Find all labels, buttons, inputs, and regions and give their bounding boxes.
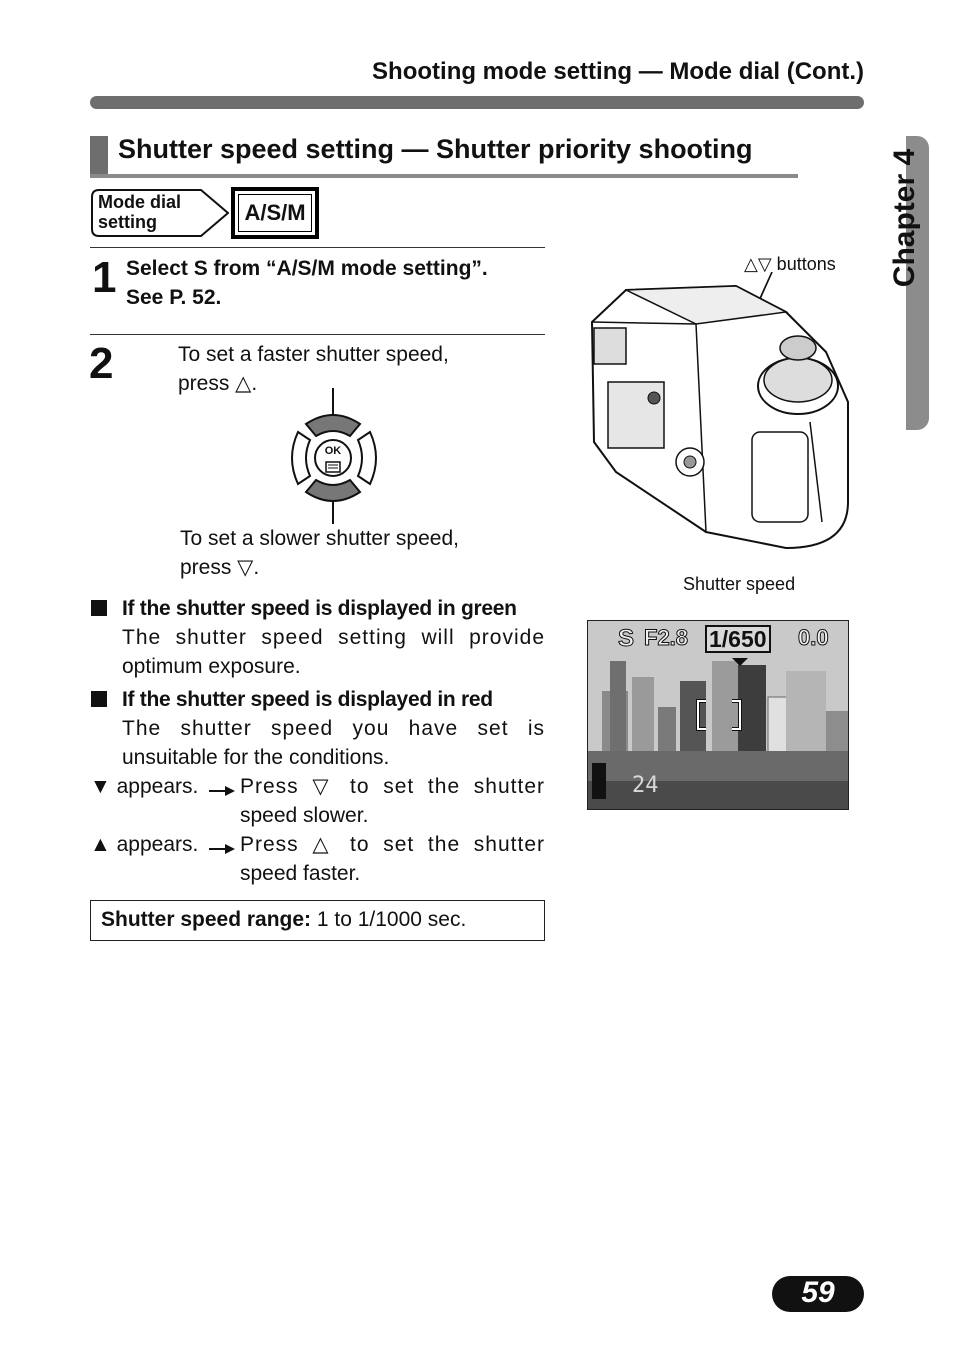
down-line1: Press ▽ to set the shutter: [240, 775, 545, 798]
page-number: 59: [801, 1276, 835, 1309]
slower-instruction: To set a slower shutter speed, press ▽.: [180, 524, 459, 582]
running-head: Shooting mode setting — Mode dial (Cont.…: [372, 58, 864, 85]
red-line2: unsuitable for the conditions.: [122, 746, 390, 769]
up-button-icon: [304, 414, 362, 438]
red-heading: If the shutter speed is displayed in red: [122, 688, 493, 711]
bullet-red: [91, 691, 107, 707]
up-line1: Press △ to set the shutter: [240, 833, 545, 856]
lcd-frame-count: 24: [632, 773, 659, 798]
header-rule: [90, 96, 864, 109]
shutter-range-box: Shutter speed range: 1 to 1/1000 sec.: [90, 900, 545, 941]
lcd-exposure-comp: 0.0: [798, 625, 830, 651]
arrow-right-icon: [209, 783, 235, 801]
camera-icon: [590, 271, 849, 550]
chapter-tab: [906, 136, 929, 430]
chapter-label: Chapter 4: [888, 148, 921, 288]
mode-value-box: A/S/M: [231, 187, 319, 239]
camera-illustration: [586, 271, 852, 552]
up-line2: speed faster.: [240, 862, 361, 885]
page-number-badge: [772, 1276, 864, 1312]
slower-line1: To set a slower shutter speed,: [180, 527, 459, 550]
step2-number: 2: [89, 339, 114, 388]
step1-line1: Select S from “A/S/M mode setting”.: [126, 257, 488, 280]
right-button-icon: [356, 430, 377, 486]
green-line2: optimum exposure.: [122, 655, 301, 678]
green-heading: If the shutter speed is displayed in gre…: [122, 597, 517, 620]
mode-tag-line1: Mode dial: [98, 192, 182, 212]
up-prefix: ▲ appears.: [90, 833, 199, 856]
step1-rule: [90, 247, 545, 248]
mode-value: A/S/M: [238, 194, 312, 232]
mode-tag-label: Mode dial setting: [98, 192, 181, 232]
shutter-speed-label: Shutter speed: [683, 574, 796, 594]
lcd-screen: S F2.8 1/650 0.0 24: [587, 620, 849, 810]
bullet-green: [91, 600, 107, 616]
arrow-right-icon: [209, 841, 235, 859]
faster-instruction: To set a faster shutter speed, press △.: [178, 340, 449, 398]
step1-number: 1: [92, 253, 117, 302]
lcd-shutter-speed: 1/650: [705, 625, 771, 653]
down-button-icon: [304, 478, 362, 502]
section-title: Shutter speed setting — Shutter priority…: [118, 134, 753, 164]
down-line2: speed slower.: [240, 804, 369, 827]
arrow-pad-graphic: [291, 388, 377, 524]
section-marker: [90, 136, 108, 174]
mode-dial-tag: Mode dial setting: [91, 189, 229, 237]
down-prefix: ▼ appears.: [90, 775, 199, 798]
lcd-aperture: F2.8: [643, 625, 689, 651]
ok-label: OK: [324, 445, 342, 457]
step1-line2: See P. 52.: [126, 286, 222, 309]
faster-line2: press △.: [178, 372, 258, 395]
green-line1: The shutter speed setting will provide: [122, 626, 545, 649]
red-line1: The shutter speed you have set is: [122, 717, 545, 740]
slower-line2: press ▽.: [180, 556, 260, 579]
lcd-mode: S: [617, 625, 635, 653]
range-label: Shutter speed range:: [101, 908, 312, 931]
buttons-label: △▽ buttons: [744, 254, 836, 274]
faster-line1: To set a faster shutter speed,: [178, 343, 449, 366]
step2-rule: [90, 334, 545, 335]
mode-tag-line2: setting: [98, 212, 158, 232]
arrow-pad: OK: [282, 388, 386, 524]
mode-tag-shape: [91, 189, 229, 237]
range-value: 1 to 1/1000 sec.: [311, 908, 467, 931]
left-button-icon: [291, 430, 312, 486]
section-title-bar: Shutter speed setting — Shutter priority…: [90, 134, 798, 178]
step1-text: Select S from “A/S/M mode setting”. See …: [126, 254, 546, 312]
